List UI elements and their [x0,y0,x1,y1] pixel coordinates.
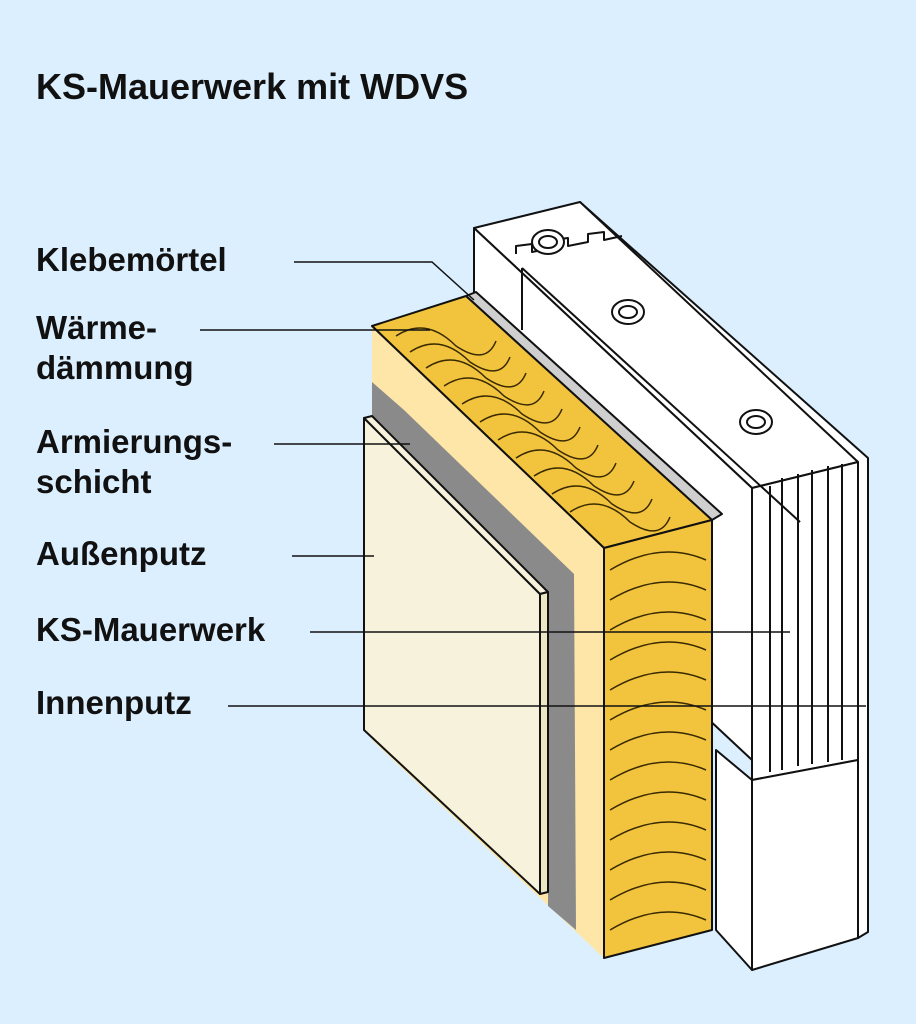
aussenputz-side [539,591,549,895]
label-armierungsschicht-line2: schicht [36,463,152,500]
label-aussenputz: Außenputz [36,534,206,574]
label-armierungsschicht: Armierungs- schicht [36,422,232,502]
lower-block-left [715,749,753,971]
label-klebemoertel: Klebemörtel [36,240,227,280]
leader-klebemoertel [294,261,475,301]
label-innenputz-text: Innenputz [36,684,192,721]
insulation-fibers [395,327,707,931]
block-grooves [769,464,843,772]
label-innenputz: Innenputz [36,683,192,723]
label-waermedaemmung-line1: Wärme- [36,309,158,346]
lower-block-front [751,759,859,971]
label-armierungsschicht-line1: Armierungs- [36,423,233,460]
label-klebemoertel-text: Klebemörtel [36,241,227,278]
aussenputz-block [363,415,549,895]
label-waermedaemmung-line2: dämmung [36,349,194,386]
label-ks-mauerwerk-text: KS-Mauerwerk [36,611,266,648]
label-waermedaemmung: Wärme- dämmung [36,308,194,388]
leader-lines [200,261,866,707]
grip-holes [531,229,773,435]
label-aussenputz-text: Außenputz [36,535,207,572]
diagram-title: KS-Mauerwerk mit WDVS [36,66,469,107]
block-joint-top [521,267,801,523]
label-ks-mauerwerk: KS-Mauerwerk [36,610,265,650]
insulation-front-edge [371,325,605,958]
